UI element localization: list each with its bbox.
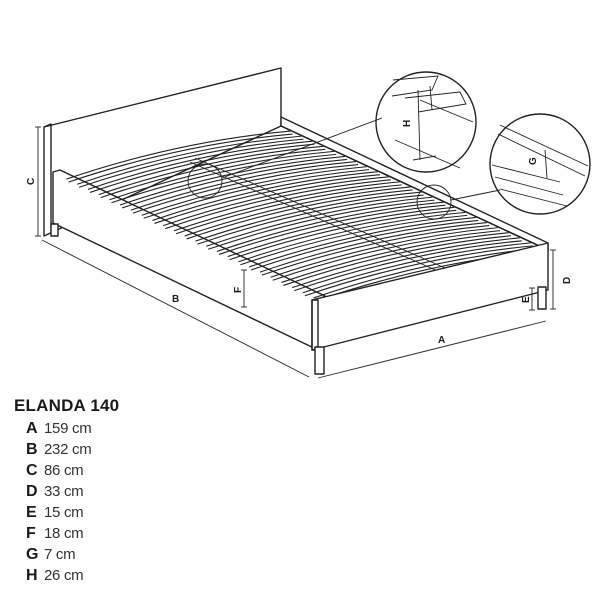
slat — [206, 196, 433, 247]
detail-marker-slat — [187, 163, 223, 199]
dimension-key: A — [26, 420, 38, 437]
slat — [302, 242, 531, 294]
slat-edge — [251, 219, 479, 271]
dimension-row: H 26 cm — [14, 567, 119, 588]
dim-b: B — [41, 239, 310, 378]
slat — [87, 140, 313, 190]
slat — [77, 135, 302, 185]
dimension-value: 7 cm — [44, 546, 76, 563]
detail-marker-rail — [416, 184, 452, 220]
slat-edge — [165, 179, 391, 230]
slat-edge — [294, 240, 522, 292]
slat-edge — [186, 189, 413, 240]
detail-h-circle: H — [375, 71, 477, 173]
slat-edge — [154, 174, 380, 224]
dimension-row: F 18 cm — [14, 525, 119, 546]
slat-edge — [132, 164, 359, 214]
dimension-key: H — [26, 567, 38, 584]
slat — [249, 216, 477, 268]
dimension-value: 33 cm — [44, 483, 84, 500]
dimension-key: B — [26, 441, 38, 458]
label-a: A — [438, 335, 445, 346]
slat — [163, 176, 389, 227]
slat — [98, 145, 324, 196]
dimension-legend: ELANDA 140 A 159 cm B 232 cm C 86 cm D 33 cm E 15… — [14, 396, 119, 588]
slat — [216, 201, 444, 252]
detail-g-circle: G — [489, 113, 591, 215]
slat-edge — [218, 204, 446, 255]
bed-diagram: H G C B A F D — [26, 67, 591, 379]
dimension-value: 15 cm — [44, 504, 84, 521]
dimension-value: 18 cm — [44, 525, 84, 542]
slat-edge — [143, 169, 370, 219]
detail-leader-h — [221, 117, 383, 179]
label-c: C — [26, 178, 37, 185]
legs — [50, 223, 547, 375]
dim-f: F — [233, 269, 247, 308]
dimension-row: C 86 cm — [14, 462, 119, 483]
slat-edge — [68, 133, 293, 183]
label-d: D — [562, 277, 573, 284]
center-beam — [189, 157, 446, 273]
slat-edge — [111, 153, 337, 204]
label-g: G — [528, 157, 539, 165]
slat — [270, 227, 499, 278]
dimension-key: G — [26, 546, 39, 563]
detail-leader-g — [450, 189, 501, 201]
slat — [227, 206, 455, 258]
slat-edge — [208, 199, 435, 250]
slat — [195, 191, 422, 242]
dim-e: E — [521, 287, 535, 311]
model-name: ELANDA 140 — [14, 396, 120, 415]
slat — [259, 222, 488, 273]
dimension-value: 159 cm — [44, 420, 92, 437]
dimension-row: A 159 cm — [14, 420, 119, 441]
dimension-key: F — [26, 525, 36, 542]
slat — [184, 186, 411, 237]
dim-c: C — [26, 126, 41, 237]
dimension-row: D 33 cm — [14, 483, 119, 504]
dimension-row: G 7 cm — [14, 546, 119, 567]
slat — [173, 181, 400, 232]
label-b: B — [172, 294, 179, 305]
dim-d: D — [550, 249, 573, 310]
dimension-row: B 232 cm — [14, 441, 119, 462]
slat-edge — [122, 158, 348, 209]
dimension-key: C — [26, 462, 38, 479]
label-h: H — [402, 120, 413, 127]
label-f: F — [233, 287, 244, 293]
slat — [66, 130, 291, 180]
dimension-key: D — [26, 483, 38, 500]
slat-edge — [197, 194, 424, 245]
slat-edge — [229, 209, 457, 261]
slat-edge — [304, 245, 533, 297]
slat — [130, 161, 357, 211]
dimension-value: 86 cm — [44, 462, 84, 479]
foot-rail — [311, 242, 549, 351]
slat — [109, 150, 335, 201]
slat-edge — [175, 184, 402, 235]
slat-edge — [79, 138, 304, 188]
dimension-key: E — [26, 504, 37, 521]
label-e: E — [521, 296, 532, 303]
slat — [292, 237, 520, 289]
slat — [281, 232, 509, 283]
dimension-row: E 15 cm — [14, 504, 119, 525]
dimension-value: 26 cm — [44, 567, 84, 584]
slat — [238, 211, 466, 263]
dim-a: A — [317, 320, 547, 379]
dimension-value: 232 cm — [44, 441, 92, 458]
